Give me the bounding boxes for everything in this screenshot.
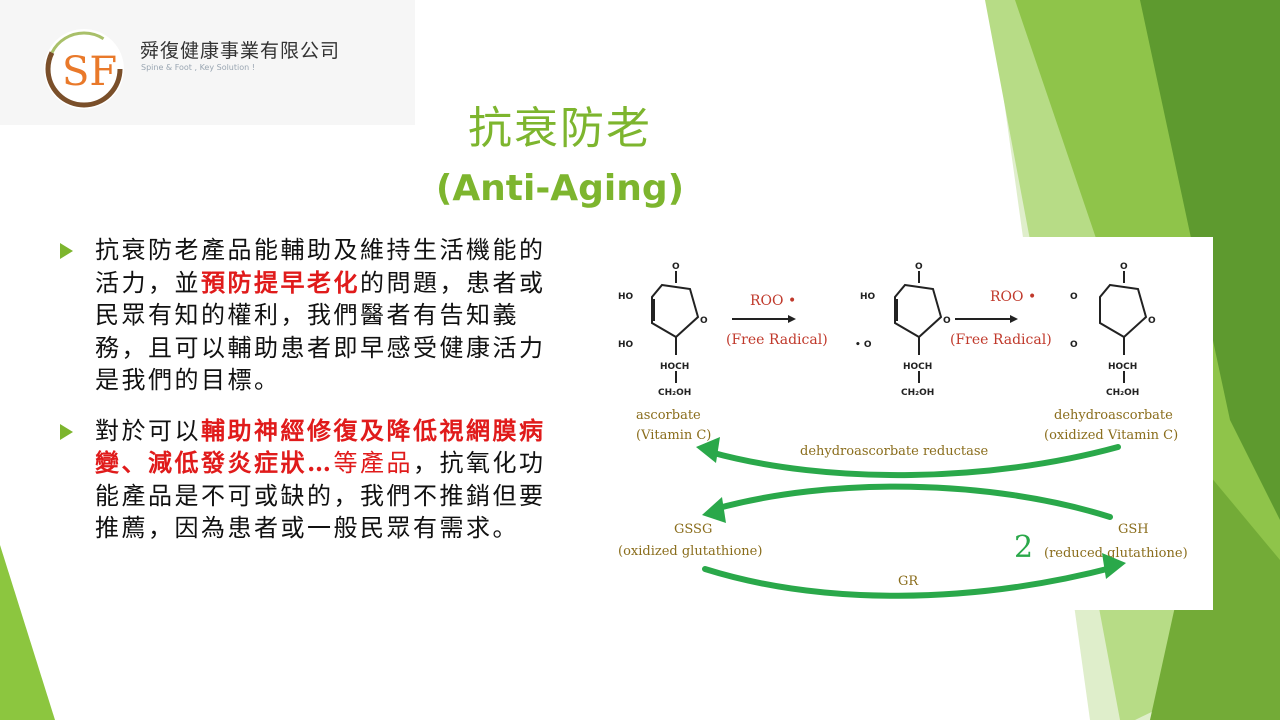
arrow-head-gssg	[702, 497, 726, 523]
company-name: 舜復健康事業有限公司	[140, 40, 341, 62]
gsh-sublabel: (reduced glutathione)	[1044, 546, 1188, 561]
atom-label: HOCH	[903, 362, 932, 372]
atom-label: CH₂OH	[658, 388, 691, 398]
atom-label: O	[915, 262, 923, 272]
bullet-text: 抗衰防老產品能輔助及維持生活機能的活力，並預防提早老化的問題，患者或民眾有知的權…	[95, 234, 550, 397]
slide-subtitle: (Anti-Aging)	[435, 168, 685, 209]
gr-label: GR	[898, 574, 919, 589]
deco-bottom-right	[1150, 470, 1280, 720]
atom-label: O	[672, 262, 680, 272]
atom-label: CH₂OH	[901, 388, 934, 398]
arrow-head-1	[788, 315, 796, 323]
atom-label: O	[1070, 292, 1078, 302]
atom-label: HO	[618, 340, 634, 350]
atom-label: O	[1120, 262, 1128, 272]
ascorbate-ring	[651, 283, 700, 339]
arrow-head-gr	[1102, 553, 1126, 579]
dehydro-label: dehydroascorbate	[1054, 408, 1173, 423]
atom-label: O	[1148, 316, 1156, 326]
bullet-text-plain: ，抗氧化功能產品是不可或缺的，我們不推銷但要推薦，因為患者或一般民眾有需求。	[95, 449, 546, 542]
atom-label: O	[943, 316, 951, 326]
bullet-text-highlight: 預防提早老化	[201, 267, 360, 297]
atom-label: O	[1070, 340, 1078, 350]
bullet-text-plain: 抗衰防老產品能輔助及維持生活機能的活力，並	[95, 236, 546, 297]
bullet-text-plain: 對於可以	[95, 416, 201, 445]
gsh-label: GSH	[1118, 522, 1149, 537]
atom-label: HO	[860, 292, 876, 302]
arrow-head-reductase	[696, 437, 720, 463]
atom-label: HO	[618, 292, 634, 302]
gssg-label: GSSG	[674, 522, 712, 537]
slide-title: 抗衰防老	[468, 103, 652, 154]
gssg-sublabel: (oxidized glutathione)	[618, 544, 762, 559]
ascorbate-sublabel: (Vitamin C)	[636, 428, 711, 443]
gr-arrow	[702, 564, 1118, 599]
reagent-sublabel: (Free Radical)	[950, 332, 1052, 348]
bullet-text: 對於可以輔助神經修復及降低視網膜病變、減低發炎症狀…等產品，抗氧化功能產品是不可…	[95, 415, 550, 545]
reagent-label: ROO •	[750, 293, 796, 309]
radical-ring	[894, 283, 943, 339]
atom-label: O	[700, 316, 708, 326]
bullet-arrow-icon	[60, 243, 73, 259]
reagent-sublabel: (Free Radical)	[726, 332, 828, 348]
bullet-arrow-icon	[60, 423, 73, 440]
reductase-label: dehydroascorbate reductase	[800, 444, 988, 459]
atom-label: HOCH	[1108, 362, 1137, 372]
arrow-head-2	[1010, 315, 1018, 323]
logo-area: SF 舜復健康事業有限公司 Spine & Foot , Key Solutio…	[0, 0, 415, 125]
atom-label: • O	[855, 340, 872, 350]
ascorbate-label: ascorbate	[636, 408, 701, 423]
diagram-svg: HO HO O O HOCH CH₂OH HO • O O O HOCH CH₂…	[618, 262, 1188, 599]
bullet-text-red: 等產品	[333, 449, 413, 477]
dehydro-sublabel: (oxidized Vitamin C)	[1044, 428, 1178, 443]
reagent-label: ROO •	[990, 289, 1036, 305]
bullet-item: 抗衰防老產品能輔助及維持生活機能的活力，並預防提早老化的問題，患者或民眾有知的權…	[60, 234, 560, 397]
company-logo: SF	[44, 29, 124, 109]
bullet-text-highlight: 輔助神經修復及降低視網膜病變、減低發炎症狀…	[95, 415, 546, 478]
bullet-text-plain: 的問題，患者或民眾有知的權利，我們醫者有告知義務，且可以輔助患者即早感受健康活力…	[95, 268, 546, 395]
vitamin-c-cycle-diagram: HO HO O O HOCH CH₂OH HO • O O O HOCH CH₂…	[610, 237, 1213, 610]
deco-left-green	[0, 545, 55, 720]
atom-label: HOCH	[660, 362, 689, 372]
bullet-list: 抗衰防老產品能輔助及維持生活機能的活力，並預防提早老化的問題，患者或民眾有知的權…	[60, 234, 560, 563]
gssg-arrow	[712, 483, 1113, 520]
reductase-arrow	[707, 444, 1121, 479]
gsh-coefficient: 2	[1014, 530, 1033, 565]
logo-letters: SF	[62, 49, 117, 95]
atom-label: CH₂OH	[1106, 388, 1139, 398]
company-tagline: Spine & Foot , Key Solution !	[141, 63, 255, 72]
bullet-item: 對於可以輔助神經修復及降低視網膜病變、減低發炎症狀…等產品，抗氧化功能產品是不可…	[60, 415, 560, 545]
dehydro-ring	[1099, 283, 1148, 339]
